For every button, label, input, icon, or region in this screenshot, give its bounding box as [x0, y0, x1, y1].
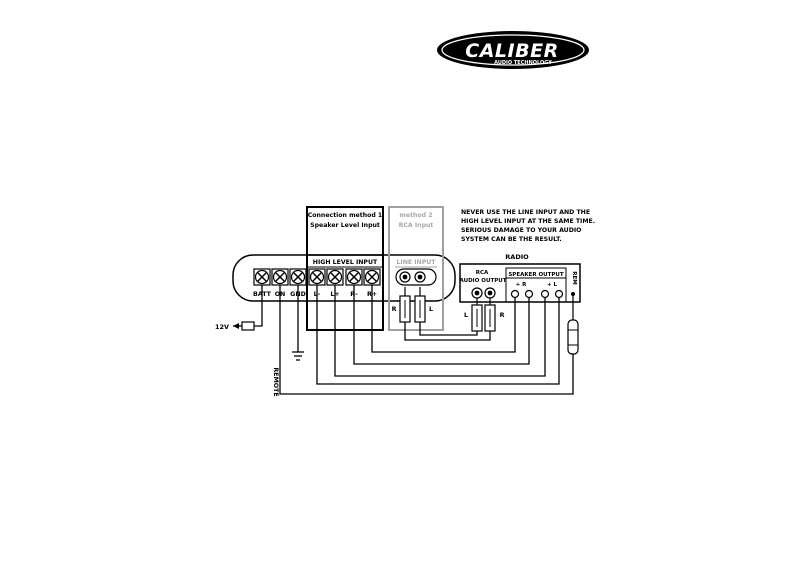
method1-box — [306, 206, 384, 331]
terminal-l-plus — [326, 268, 344, 286]
radio-rca-l-label: L — [464, 312, 468, 319]
method2-box — [388, 206, 444, 331]
wires — [233, 285, 574, 395]
radio-rca-label-2: AUDIO OUTPUT — [460, 278, 507, 284]
radio-speaker-terminals — [510, 289, 575, 299]
logo-sub-text: AUDIO TECHNOLOGY — [494, 60, 552, 66]
terminal-r-plus — [363, 268, 381, 286]
warning-line-4: SYSTEM CAN BE THE RESULT. — [461, 236, 562, 243]
method1-title: Connection method 1 — [308, 212, 383, 219]
amp-terminals — [253, 268, 381, 286]
radio-rca-label-1: RCA — [476, 270, 489, 276]
method2-title: method 2 — [399, 212, 432, 219]
terminal-l-minus — [308, 268, 326, 286]
speaker-plus-r-label: + R — [516, 282, 528, 288]
v12-arrow-icon — [233, 323, 239, 329]
remote-label: REMOTE — [272, 367, 279, 396]
amp-rca-l-label: L — [429, 306, 433, 313]
radio-rca-r-label: R — [500, 312, 505, 319]
caliber-logo: CALIBER AUDIO TECHNOLOGY — [437, 31, 589, 69]
warning-text: NEVER USE THE LINE INPUT AND THE HIGH LE… — [461, 209, 595, 243]
speaker-plus-l-label: + L — [547, 282, 558, 288]
method2-subtitle: RCA Input — [399, 222, 434, 229]
ground-icon — [292, 351, 304, 361]
line-input-label: LINE INPUT — [396, 259, 436, 266]
radio-title: RADIO — [505, 253, 529, 261]
speaker-output-label: SPEAKER OUTPUT — [508, 272, 564, 278]
high-level-input-label: HIGH LEVEL INPUT — [313, 259, 378, 266]
rem-fuse — [567, 296, 579, 355]
method1-subtitle: Speaker Level Input — [310, 222, 380, 229]
batt-fuse — [241, 321, 255, 331]
terminal-gnd — [289, 268, 307, 286]
warning-line-1: NEVER USE THE LINE INPUT AND THE — [461, 209, 590, 216]
terminal-on — [271, 268, 289, 286]
radio-rem-label: REM — [571, 271, 577, 284]
terminal-batt — [253, 268, 271, 286]
warning-line-3: SERIOUS DAMAGE TO YOUR AUDIO — [461, 227, 581, 234]
amp-line-input-jacks — [395, 268, 437, 286]
warning-line-2: HIGH LEVEL INPUT AT THE SAME TIME. — [461, 218, 595, 225]
terminal-r-minus — [345, 268, 363, 286]
amp-rca-r-label: R — [392, 306, 397, 313]
v12-label: 12V — [215, 323, 229, 331]
radio-rca-plugs — [471, 298, 496, 332]
speaker-output-box — [505, 267, 567, 303]
logo-main-text: CALIBER — [465, 40, 558, 62]
